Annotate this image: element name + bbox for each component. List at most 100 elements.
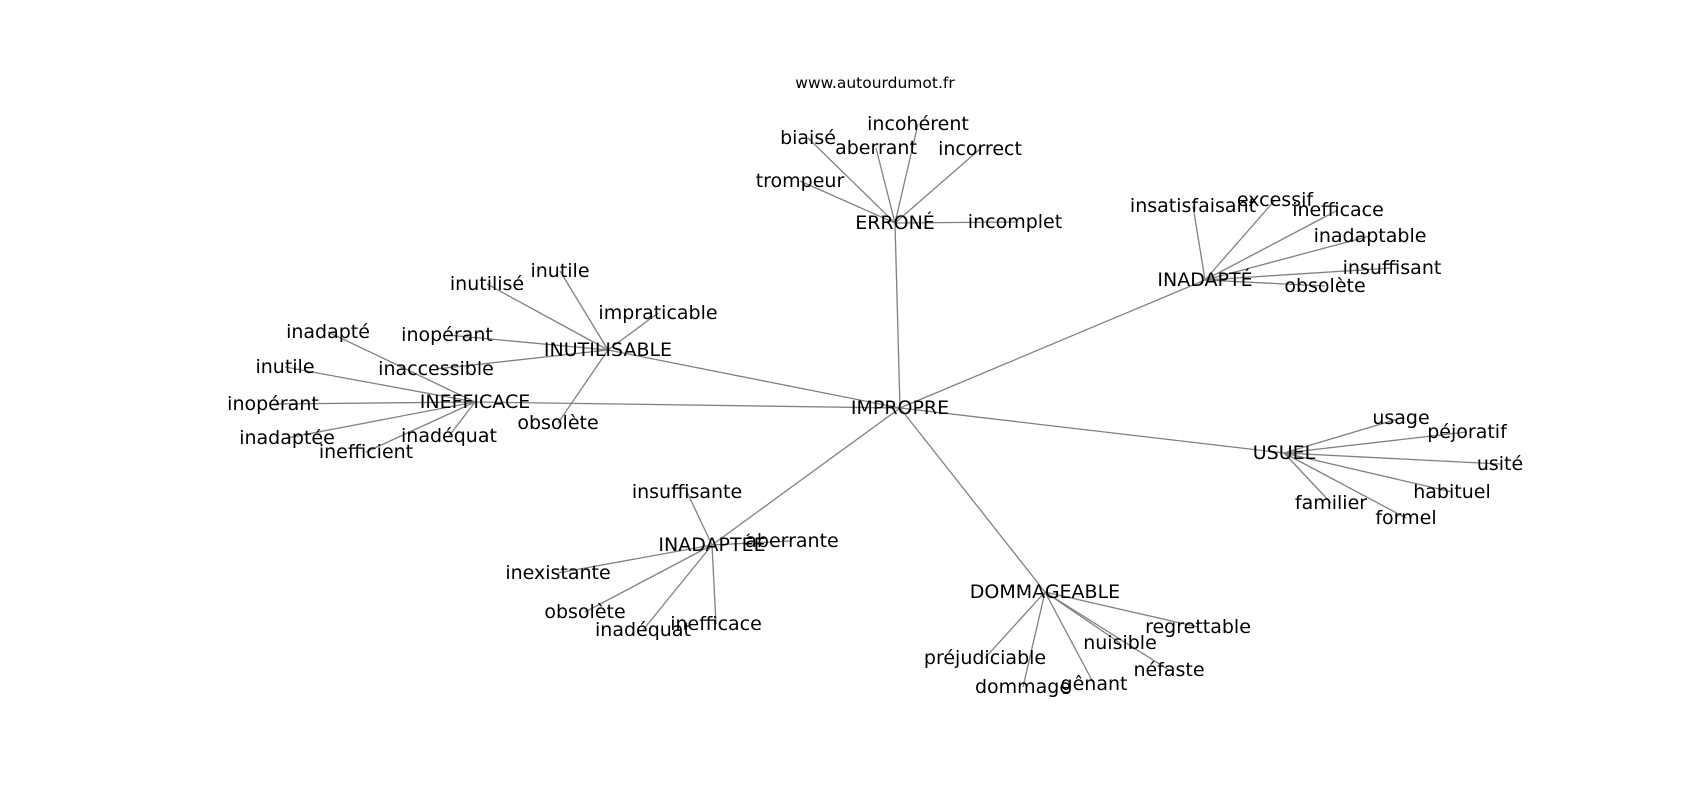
edge-dommageable-prejudiciable xyxy=(984,591,1046,659)
node-leaf-dommageable-nefaste: néfaste xyxy=(1133,659,1204,681)
edge-inadaptee-inefficace xyxy=(711,544,717,625)
node-leaf-inutilisable-inoperant: inopérant xyxy=(401,324,493,346)
node-leaf-usuel-habituel: habituel xyxy=(1413,481,1490,503)
edge-errone-incorrect xyxy=(894,148,981,224)
node-leaf-usuel-usage: usage xyxy=(1372,407,1429,429)
edge-inadapte-excessif xyxy=(1204,199,1276,281)
node-leaf-usuel-familier: familier xyxy=(1295,492,1367,514)
node-leaf-inutilisable-impraticable: impraticable xyxy=(598,302,717,324)
node-leaf-inadaptee-inefficace: inefficace xyxy=(670,613,762,635)
edge-inefficace-inefficient xyxy=(365,401,476,453)
node-leaf-errone-trompeur: trompeur xyxy=(756,170,845,192)
node-leaf-inutilisable-inaccessible: inaccessible xyxy=(378,358,494,380)
edge-usuel-usite xyxy=(1283,452,1501,465)
edge-errone-incomplet xyxy=(894,221,1016,224)
node-leaf-inadapte-obsolete: obsolète xyxy=(1284,275,1365,297)
node-leaf-inadaptee-insuffisante: insuffisante xyxy=(632,481,742,503)
edge-usuel-habituel xyxy=(1283,452,1453,493)
edge-errone-biaise xyxy=(807,137,896,224)
node-leaf-inutilisable-obsolete: obsolète xyxy=(517,412,598,434)
edge-inutilisable-inutile xyxy=(559,270,609,351)
edge-inefficace-inutile xyxy=(284,366,476,403)
node-hub-usuel: USUEL xyxy=(1253,442,1316,464)
node-leaf-dommageable-prejudiciable: préjudiciable xyxy=(924,647,1046,669)
node-hub-inutilisable: INUTILISABLE xyxy=(544,339,672,361)
node-hub-inefficace: INEFFICACE xyxy=(420,391,530,413)
edge-usuel-pejoratif xyxy=(1283,431,1468,454)
edge-inadaptee-inadequat xyxy=(642,544,713,631)
node-leaf-dommageable-nuisible: nuisible xyxy=(1083,632,1157,654)
node-leaf-inadaptee-aberrante: aberrante xyxy=(745,530,839,552)
node-leaf-inefficace-inoperant: inopérant xyxy=(227,393,319,415)
node-hub-inadapte: INADAPTÉ xyxy=(1157,268,1252,291)
edge-inadaptee-obsolete xyxy=(584,544,713,613)
edge-inefficace-inadaptee xyxy=(286,401,476,439)
edge-errone-aberrant xyxy=(875,147,896,224)
edge-center-errone xyxy=(894,222,901,409)
edge-errone-incoherent xyxy=(894,123,919,224)
edge-errone-trompeur xyxy=(799,180,896,224)
edge-center-inutilisable xyxy=(607,349,901,409)
node-leaf-inadaptee-obsolete: obsolète xyxy=(544,601,625,623)
edge-center-dommageable xyxy=(899,407,1046,593)
node-hub-errone: ERRONÉ xyxy=(855,211,935,234)
edge-inadapte-inadaptable xyxy=(1204,235,1371,281)
node-leaf-inadaptee-inadequat: inadéquat xyxy=(595,619,691,641)
node-leaf-inadapte-excessif: excessif xyxy=(1237,189,1314,211)
edges xyxy=(272,123,1501,688)
node-leaf-errone-incorrect: incorrect xyxy=(938,138,1022,160)
edge-dommageable-dommage xyxy=(1022,591,1046,688)
node-leaf-inutilisable-inutilise: inutilisé xyxy=(450,273,524,295)
edge-inutilisable-inutilise xyxy=(486,283,609,351)
edge-inadapte-obsolete xyxy=(1204,279,1326,287)
node-leaf-inadapte-insatisfaisant: insatisfaisant xyxy=(1130,195,1256,217)
edge-inefficace-inadequat xyxy=(448,401,476,437)
edge-inutilisable-impraticable xyxy=(607,312,659,351)
edge-inutilisable-obsolete xyxy=(557,349,609,424)
node-center-impropre: IMPROPRE xyxy=(851,397,949,419)
edge-inutilisable-inoperant xyxy=(446,334,609,351)
node-leaf-inefficace-inadapte: inadapté xyxy=(286,321,370,343)
edge-dommageable-genant xyxy=(1044,591,1095,685)
node-leaf-errone-incoherent: incohérent xyxy=(867,113,969,135)
edge-inadapte-insuffisant xyxy=(1204,267,1393,281)
edge-inutilisable-inaccessible xyxy=(435,349,609,370)
edge-inefficace-inoperant xyxy=(272,401,476,405)
edge-usuel-usage xyxy=(1283,417,1402,454)
edge-inadaptee-insuffisante xyxy=(686,491,713,546)
edge-center-inefficace xyxy=(474,401,901,409)
edge-dommageable-regrettable xyxy=(1044,591,1199,628)
node-leaf-errone-incomplet: incomplet xyxy=(968,211,1062,233)
node-leaf-inadaptee-inexistante: inexistante xyxy=(505,562,610,584)
site-label: www.autourdumot.fr xyxy=(795,74,955,92)
node-leaf-inefficace-inadaptee: inadaptée xyxy=(239,427,335,449)
node-leaf-inadapte-inefficace: inefficace xyxy=(1292,199,1384,221)
node-leaf-errone-biaise: biaisé xyxy=(780,127,836,149)
node-leaf-dommageable-genant: gênant xyxy=(1061,673,1128,695)
node-leaf-inefficace-inutile: inutile xyxy=(255,356,314,378)
edge-center-usuel xyxy=(899,407,1285,454)
edge-dommageable-nefaste xyxy=(1044,591,1170,671)
node-leaf-inefficace-inadequat: inadéquat xyxy=(401,425,497,447)
node-leaf-inadapte-insuffisant: insuffisant xyxy=(1343,257,1442,279)
node-leaf-inadapte-inadaptable: inadaptable xyxy=(1314,225,1427,247)
edge-usuel-familier xyxy=(1283,452,1332,504)
edge-usuel-formel xyxy=(1283,452,1407,519)
node-leaf-inutilisable-inutile: inutile xyxy=(530,260,589,282)
edge-inefficace-inadapte xyxy=(327,331,476,403)
edge-inadaptee-inexistante xyxy=(557,544,713,574)
edge-inadapte-insatisfaisant xyxy=(1192,205,1206,281)
node-leaf-usuel-usite: usité xyxy=(1477,453,1523,475)
node-leaf-usuel-pejoratif: péjoratif xyxy=(1427,421,1508,443)
node-leaf-inefficace-inefficient: inefficient xyxy=(319,441,413,463)
edge-center-inadaptee xyxy=(711,407,901,546)
node-hub-inadaptee: INADAPTÉE xyxy=(658,533,765,556)
edge-inadapte-inefficace xyxy=(1204,209,1339,281)
node-leaf-usuel-formel: formel xyxy=(1375,507,1436,529)
node-leaf-dommageable-dommage: dommage xyxy=(975,676,1071,698)
edge-center-inadapte xyxy=(899,279,1206,409)
edge-inadaptee-aberrante xyxy=(711,540,793,546)
node-hub-dommageable: DOMMAGEABLE xyxy=(970,581,1120,603)
